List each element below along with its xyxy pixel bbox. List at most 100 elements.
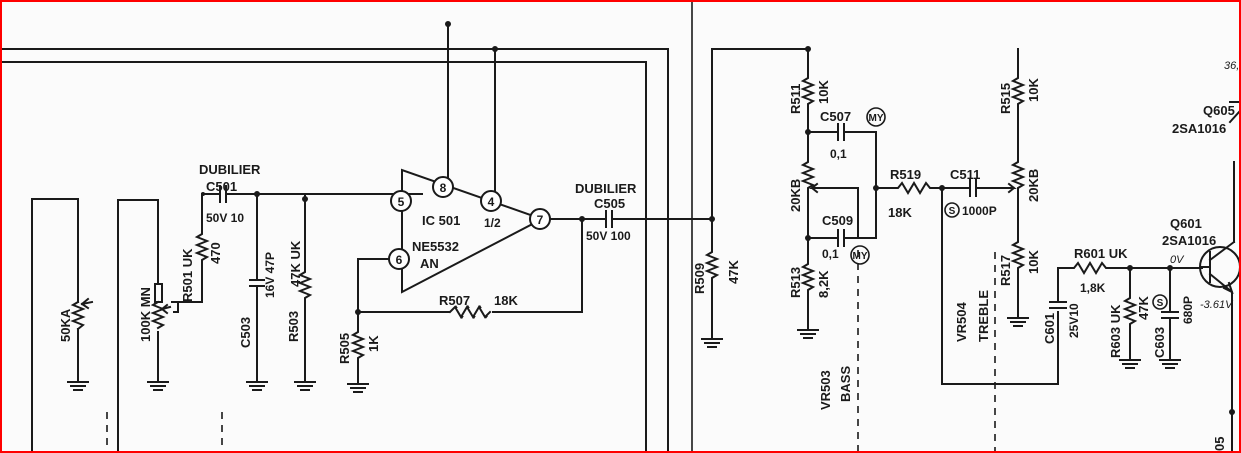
label-r507-name: R507 bbox=[439, 293, 470, 308]
label-r509-name: R509 bbox=[692, 263, 707, 294]
vr-50ka-pot bbox=[70, 297, 94, 331]
label-r513-name: R513 bbox=[788, 267, 803, 298]
label-vr-100k-mn: 100K MN bbox=[138, 287, 153, 342]
ground-symbols-input bbox=[67, 381, 369, 393]
c507-my-badge: MY bbox=[866, 107, 886, 127]
label-r519-value: 18K bbox=[888, 205, 912, 220]
r503-resistor bbox=[297, 193, 313, 383]
label-r519-name: R519 bbox=[890, 167, 921, 182]
outer-frame-lines bbox=[2, 2, 693, 451]
q601-transistor bbox=[1199, 161, 1239, 451]
treble-network bbox=[941, 48, 1059, 451]
label-r503-value: 47K UK bbox=[288, 240, 303, 287]
ic501-pin-7: 7 bbox=[529, 208, 551, 230]
ic501-pin-4: 4 bbox=[480, 190, 502, 212]
c501-capacitor bbox=[201, 185, 423, 203]
ic501-opamp bbox=[355, 21, 583, 315]
label-r517-value: 10K bbox=[1026, 250, 1041, 274]
label-q605-name: Q605 bbox=[1203, 103, 1235, 118]
label-r509-value: 47K bbox=[726, 260, 741, 284]
label-partial-bottom: 05 bbox=[1212, 437, 1227, 451]
label-r601-value: 1,8K bbox=[1080, 281, 1106, 295]
c503-capacitor bbox=[249, 191, 265, 383]
c509-my-badge: MY bbox=[850, 245, 870, 265]
label-vr-50ka: 50KA bbox=[58, 308, 73, 342]
c505-capacitor bbox=[549, 210, 715, 228]
q605-partial-transistor bbox=[1228, 101, 1239, 124]
label-vr503-bass: BASS bbox=[838, 366, 853, 402]
label-q601-part: 2SA1016 bbox=[1162, 233, 1216, 248]
label-r511-value: 10K bbox=[816, 80, 831, 104]
label-r513-value: 8,2K bbox=[816, 270, 831, 298]
svg-text:S: S bbox=[1157, 298, 1164, 309]
label-c511-name: C511 bbox=[950, 167, 980, 182]
bass-network bbox=[797, 48, 945, 451]
label-q601-name: Q601 bbox=[1170, 216, 1202, 231]
label-vr504-20kb: 20KB bbox=[1026, 169, 1041, 202]
label-r505-value: 1K bbox=[366, 335, 381, 352]
label-c503-value: 16V 47P bbox=[263, 252, 277, 298]
c511-s-badge: S bbox=[944, 202, 960, 218]
svg-text:MY: MY bbox=[853, 251, 868, 262]
svg-text:5: 5 bbox=[398, 195, 405, 209]
label-ic501-name: IC 501 bbox=[422, 213, 460, 228]
r505-resistor bbox=[350, 311, 366, 385]
label-q605-part: 2SA1016 bbox=[1172, 121, 1226, 136]
label-ic501-half: 1/2 bbox=[484, 216, 501, 230]
output-network bbox=[1049, 261, 1203, 369]
r507-resistor bbox=[448, 305, 492, 319]
label-r601-name: R601 UK bbox=[1074, 246, 1128, 261]
label-volt-neg: -3.61V bbox=[1200, 299, 1234, 311]
label-c505-value: 50V 100 bbox=[586, 229, 631, 243]
svg-text:4: 4 bbox=[488, 195, 495, 209]
label-vr503-name: VR503 bbox=[818, 370, 833, 410]
label-r501-name: R501 UK bbox=[180, 248, 195, 302]
label-r515-value: 10K bbox=[1026, 78, 1041, 102]
c603-s-badge: S bbox=[1152, 294, 1168, 310]
label-r515-name: R515 bbox=[998, 83, 1013, 114]
svg-text:7: 7 bbox=[537, 213, 544, 227]
label-r501-value: 470 bbox=[208, 242, 223, 264]
svg-text:MY: MY bbox=[869, 113, 884, 124]
label-volt-0v: 0V bbox=[1170, 254, 1185, 266]
label-c601-value: 25V10 bbox=[1067, 303, 1081, 338]
label-c509-value: 0,1 bbox=[822, 247, 839, 261]
label-r517-name: R517 bbox=[998, 255, 1013, 286]
label-c601-name: C601 bbox=[1042, 313, 1057, 344]
ic501-pin-5: 5 bbox=[390, 190, 412, 212]
input-wiring bbox=[31, 198, 223, 451]
svg-text:8: 8 bbox=[440, 181, 447, 195]
label-c505-maker: DUBILIER bbox=[575, 181, 637, 196]
label-r603-name: R603 UK bbox=[1108, 304, 1123, 358]
label-partial-top: 36, bbox=[1224, 60, 1239, 72]
label-r505-name: R505 bbox=[337, 333, 352, 364]
svg-text:S: S bbox=[949, 206, 956, 217]
label-vr503-20kb: 20KB bbox=[788, 179, 803, 212]
label-c501-name: C501 bbox=[206, 179, 237, 194]
label-vr504-treble: TREBLE bbox=[976, 290, 991, 342]
label-r503-name: R503 bbox=[286, 311, 301, 342]
label-c509-name: C509 bbox=[822, 213, 853, 228]
label-c505-name: C505 bbox=[594, 196, 625, 211]
label-r511-name: R511 bbox=[788, 84, 803, 114]
label-c503-name: C503 bbox=[238, 317, 253, 348]
label-c501-value: 50V 10 bbox=[206, 211, 244, 225]
label-r603-value: 47K bbox=[1136, 296, 1151, 320]
label-c507-value: 0,1 bbox=[830, 147, 847, 161]
ic501-pin-6: 6 bbox=[388, 248, 410, 270]
label-c603-value: 680P bbox=[1181, 296, 1195, 324]
label-c511-value: 1000P bbox=[962, 204, 997, 218]
svg-text:6: 6 bbox=[396, 253, 403, 267]
ic501-pin-8: 8 bbox=[432, 176, 454, 198]
label-r507-value: 18K bbox=[494, 293, 518, 308]
label-c603-name: C603 bbox=[1152, 327, 1167, 358]
r501-resistor bbox=[177, 193, 210, 303]
label-c501-maker: DUBILIER bbox=[199, 162, 261, 177]
vr-100k-mn-pot bbox=[150, 283, 172, 330]
label-ic501-suffix: AN bbox=[420, 256, 439, 271]
label-vr504-name: VR504 bbox=[954, 301, 969, 342]
label-ic501-part: NE5532 bbox=[412, 239, 459, 254]
label-c507-name: C507 bbox=[820, 109, 851, 124]
